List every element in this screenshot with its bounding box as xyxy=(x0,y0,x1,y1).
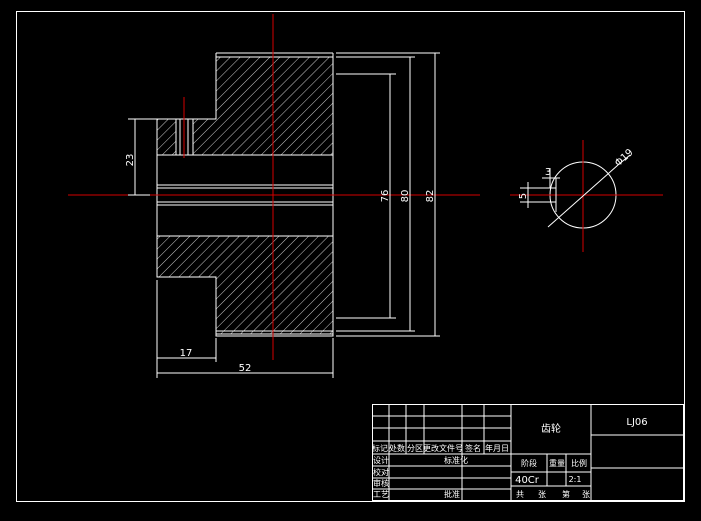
dim-phi19: Φ19 xyxy=(613,147,636,169)
dim-3: 3 xyxy=(545,167,551,178)
gear-outline xyxy=(156,52,334,337)
dim-23: 23 xyxy=(125,154,136,167)
drawing-frame xyxy=(16,11,685,502)
tb-header-3: 更改文件号 xyxy=(423,443,463,453)
tb-approve: 批准 xyxy=(444,489,460,499)
tb-standardize: 标准化 xyxy=(444,455,468,465)
dim-5: 5 xyxy=(518,193,529,199)
tb-total: 共 xyxy=(516,490,524,499)
tb-drawing-no: LJ06 xyxy=(626,417,647,428)
tb-part-name: 齿轮 xyxy=(541,422,561,435)
dia-leader xyxy=(547,164,619,228)
tb-material: 40Cr xyxy=(515,475,540,486)
tb-sheet-word: 张 xyxy=(538,490,546,499)
dimensions: 23 76 80 82 17 52 xyxy=(125,52,440,378)
title-block: 标记 处数 分区 更改文件号 签名 年月日 设计 标准化 校对 审核 工艺 批准… xyxy=(372,404,684,501)
tb-header-0: 标记 xyxy=(372,443,388,453)
tb-stage: 阶段 xyxy=(521,458,537,468)
tb-header-1: 处数 xyxy=(389,443,405,453)
tb-sheet-word2: 张 xyxy=(582,490,590,499)
dim-82: 82 xyxy=(425,190,436,203)
tb-sheet-no: 第 xyxy=(562,489,570,499)
tb-process: 工艺 xyxy=(373,490,389,499)
tb-design: 设计 xyxy=(373,455,389,465)
tb-weight: 重量 xyxy=(549,458,565,468)
tb-header-4: 签名 xyxy=(465,443,481,453)
dim-52: 52 xyxy=(239,363,252,374)
dim-80: 80 xyxy=(400,190,411,203)
tb-header-5: 年月日 xyxy=(485,443,509,453)
tb-header-2: 分区 xyxy=(407,444,423,453)
tb-scale-label: 比例 xyxy=(571,458,587,468)
dim-76: 76 xyxy=(380,190,391,203)
gear-section-view xyxy=(68,14,480,360)
tb-scale-value: 2:1 xyxy=(569,475,582,484)
dim-17: 17 xyxy=(180,348,193,359)
tb-review: 审核 xyxy=(373,478,389,488)
bore-section-view: 3 5 Φ19 xyxy=(510,140,663,252)
tb-check: 校对 xyxy=(373,467,389,477)
